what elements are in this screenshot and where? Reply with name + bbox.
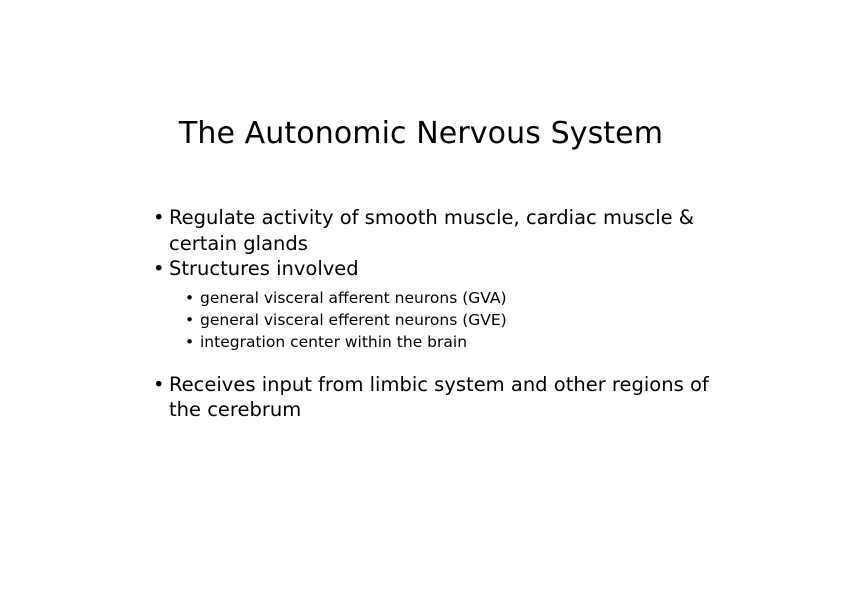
bullet-item-level2: • integration center within the brain	[185, 331, 712, 353]
bullet-marker-icon: •	[153, 206, 165, 229]
bullet-text: general visceral efferent neurons (GVE)	[200, 310, 507, 329]
content-spacer	[152, 360, 712, 372]
bullet-item-level1: • Receives input from limbic system and …	[152, 372, 712, 423]
bullet-item-level1: • Regulate activity of smooth muscle, ca…	[152, 205, 712, 256]
slide-body-placeholder: • Regulate activity of smooth muscle, ca…	[152, 205, 712, 423]
bullet-marker-icon: •	[153, 257, 165, 281]
bullet-text: Regulate activity of smooth muscle, card…	[169, 206, 695, 255]
bullet-text: general visceral afferent neurons (GVA)	[200, 288, 507, 307]
bullet-item-level2: • general visceral efferent neurons (GVE…	[185, 309, 712, 331]
bullet-item-level2: • general visceral afferent neurons (GVA…	[185, 287, 712, 309]
bullet-text: Structures involved	[169, 257, 359, 281]
bullet-text: integration center within the brain	[200, 332, 468, 351]
bullet-marker-icon: •	[185, 332, 195, 351]
bullet-item-level1: • Structures involved	[152, 256, 712, 282]
bullet-text: Receives input from limbic system and ot…	[169, 372, 709, 422]
bullet-sublist: • general visceral afferent neurons (GVA…	[152, 287, 712, 353]
bullet-marker-icon: •	[153, 372, 165, 396]
slide-title: The Autonomic Nervous System	[178, 116, 664, 151]
bullet-marker-icon: •	[185, 288, 195, 307]
bullet-marker-icon: •	[185, 310, 195, 329]
